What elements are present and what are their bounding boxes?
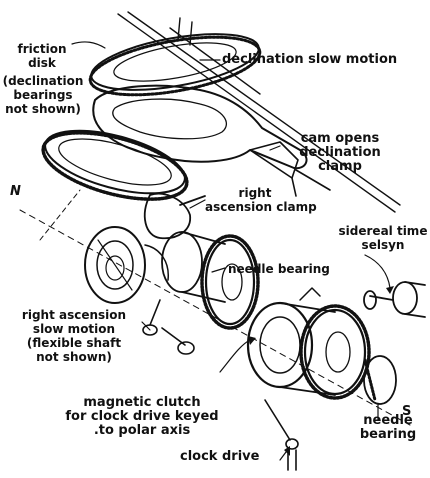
arrow-head-clutch xyxy=(248,336,256,345)
label-axis-north: N xyxy=(10,184,21,199)
label-ra-slow-motion-line4: not shown) xyxy=(36,350,112,364)
declination-arm-shape xyxy=(92,84,308,170)
label-friction-disk-line2: disk xyxy=(28,56,56,70)
label-declination-bearings-line2: bearings xyxy=(13,88,73,102)
label-needle-bearing-bottom: needle bearing xyxy=(356,414,420,442)
selsyn-shape xyxy=(363,281,426,318)
label-ra-slow-motion-line1: right ascension xyxy=(21,308,127,322)
label-magnetic-clutch-line2: for clock drive keyed xyxy=(65,409,219,424)
label-cam-opens-line2: declination xyxy=(299,145,381,160)
clock-drive-shaft xyxy=(264,399,299,471)
cam-lever xyxy=(249,141,331,197)
label-declination-bearings-line3: not shown) xyxy=(5,102,81,116)
label-declination-bearings: (declination bearings not shown) xyxy=(2,74,84,116)
label-friction-disk-line1: friction xyxy=(17,42,67,56)
label-ra-slow-motion: right ascension slow motion (flexible sh… xyxy=(18,308,130,364)
label-friction-disk: friction disk xyxy=(14,42,70,70)
label-ra-slow-motion-line3: (flexible shaft xyxy=(26,336,122,350)
needle-bearing-lower-shape xyxy=(363,355,397,405)
label-clock-drive: clock drive xyxy=(180,449,260,464)
label-sidereal-selsyn-line1: sidereal time xyxy=(338,224,428,238)
arrow-head-clock xyxy=(284,446,290,456)
label-ra-clamp-line1: right xyxy=(238,186,272,200)
label-declination-slow-motion: declination slow motion xyxy=(222,52,398,67)
label-sidereal-selsyn: sidereal time selsyn xyxy=(338,224,428,252)
label-ra-clamp-line2: ascension clamp xyxy=(205,200,317,214)
label-ra-clamp: right ascension clamp xyxy=(205,186,317,214)
ra-worm-assembly xyxy=(84,226,169,304)
label-needle-bearing-bottom-line1: needle xyxy=(363,413,413,428)
label-magnetic-clutch: magnetic clutch for clock drive keyed .t… xyxy=(54,396,230,438)
friction-disk-shape xyxy=(88,33,262,97)
label-magnetic-clutch-line1: magnetic clutch xyxy=(83,395,201,410)
label-sidereal-selsyn-line2: selsyn xyxy=(361,238,405,252)
magnetic-clutch-shape xyxy=(246,287,371,400)
worm-wheel-shape xyxy=(200,234,260,330)
label-declination-bearings-line1: (declination xyxy=(2,74,84,88)
label-cam-opens: cam opens declination clamp xyxy=(292,132,388,174)
ra-slow-motion-knob xyxy=(142,299,195,355)
label-magnetic-clutch-line3: .to polar axis xyxy=(93,423,191,438)
label-cam-opens-line1: cam opens xyxy=(300,131,380,146)
leader-lines xyxy=(71,41,391,461)
label-ra-slow-motion-line2: slow motion xyxy=(32,322,116,336)
label-axis-south: S xyxy=(402,404,412,419)
label-needle-bearing-top: needle bearing xyxy=(228,262,330,276)
label-needle-bearing-bottom-line2: bearing xyxy=(359,427,417,442)
ra-gear-ring xyxy=(41,129,189,201)
arrow-head-selsyn xyxy=(386,286,394,294)
label-cam-opens-line3: clamp xyxy=(318,159,362,174)
declination-struts xyxy=(117,11,401,213)
polar-axis-line xyxy=(19,209,411,426)
